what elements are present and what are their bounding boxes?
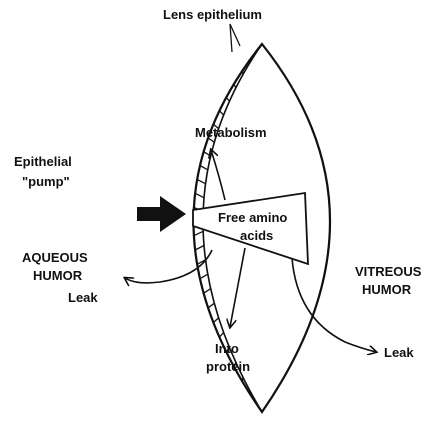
lens-epithelium-label: Lens epithelium xyxy=(163,7,262,22)
aqueous-humor-label-line2: HUMOR xyxy=(33,268,83,283)
into-protein-label-line2: protein xyxy=(206,359,250,374)
aqueous-humor-label-line1: AQUEOUS xyxy=(22,250,88,265)
epithelium-cell-divider xyxy=(226,97,229,101)
metabolism-label: Metabolism xyxy=(195,125,267,140)
epithelium-cell-divider xyxy=(195,246,204,251)
epithelium-cell-divider xyxy=(219,111,223,115)
epithelium-cell-divider xyxy=(204,289,211,294)
vitreous-humor-label-line1: VITREOUS xyxy=(355,264,422,279)
into-protein-arrow xyxy=(230,248,245,327)
epithelium-cell-divider xyxy=(234,84,236,88)
epithelium-cell-divider xyxy=(194,231,203,235)
epithelium-cell-divider xyxy=(213,318,218,323)
free-amino-acids-label-line1: Free amino xyxy=(218,210,287,225)
leak-left-label: Leak xyxy=(68,290,98,305)
vitreous-humor-label-line2: HUMOR xyxy=(362,282,412,297)
leak-right-label: Leak xyxy=(384,345,414,360)
metabolism-arrow xyxy=(211,150,225,200)
epithelium-cell-divider xyxy=(195,193,204,197)
epithelium-cell-divider xyxy=(208,303,214,308)
epithelial-pump-label-line1: Epithelial xyxy=(14,154,72,169)
epithelium-cell-divider xyxy=(200,166,208,170)
free-amino-acids-label-line2: acids xyxy=(240,228,273,243)
epithelium-cell-divider xyxy=(204,152,211,156)
into-protein-label-line1: Into xyxy=(215,341,239,356)
epithelium-cell-divider xyxy=(219,333,223,338)
epithelium-cell-divider xyxy=(200,274,208,279)
epithelium-cell-divider xyxy=(197,179,205,183)
epithelial-pump-label-line2: "pump" xyxy=(22,174,70,189)
epithelial-pump-arrow xyxy=(137,196,186,232)
